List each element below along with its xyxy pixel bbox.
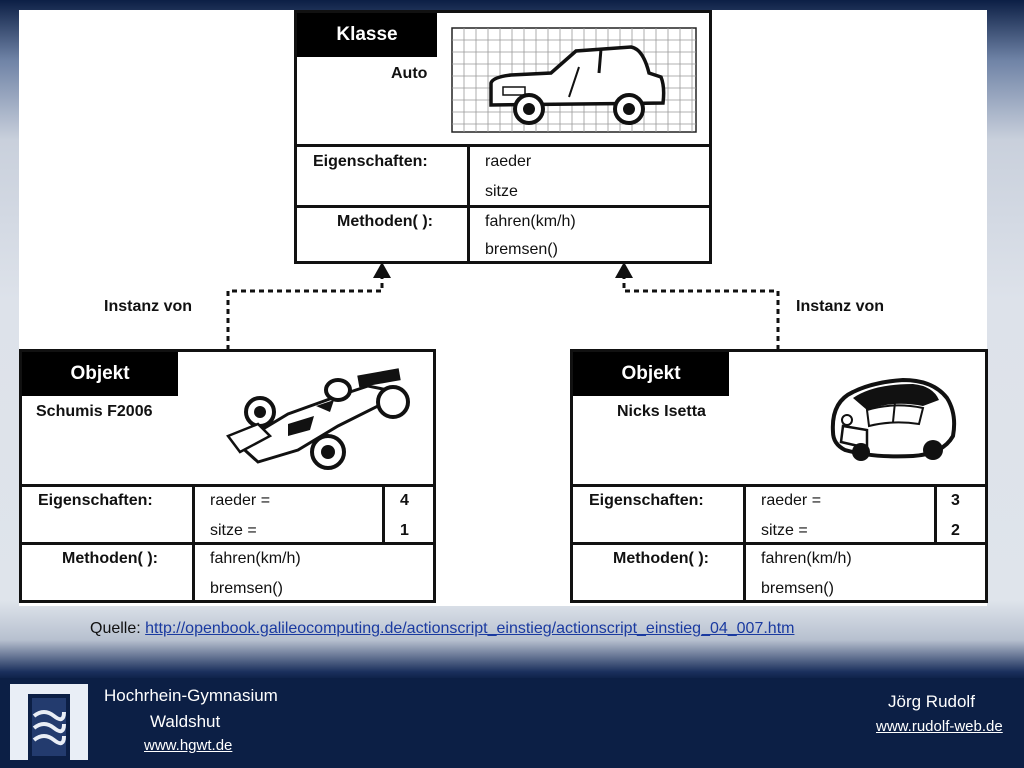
object-name: Schumis F2006 — [36, 403, 153, 420]
object-value-divider — [934, 484, 937, 542]
isetta-car-icon — [830, 377, 957, 461]
class-prop: raeder — [485, 153, 532, 170]
class-divider — [297, 205, 709, 208]
object-name: Nicks Isetta — [617, 403, 706, 420]
instance-label-right: Instanz von — [796, 298, 885, 315]
school-name: Hochrhein-Gymnasium — [104, 686, 278, 705]
footer-bar: Hochrhein-Gymnasium Waldshut www.hgwt.de… — [0, 678, 1024, 768]
object-method: bremsen() — [210, 580, 283, 597]
object-methoden-label: Methoden( ): — [62, 550, 158, 567]
object-method: bremsen() — [761, 580, 834, 597]
source-label: Quelle: — [90, 620, 141, 637]
author-name: Jörg Rudolf — [888, 692, 975, 711]
object-prop: sitze = — [761, 522, 808, 539]
object-box-right: Objekt Nicks Isetta Eigenschaften: raede… — [570, 349, 988, 603]
school-link[interactable]: www.hgwt.de — [144, 737, 233, 754]
object-value-divider — [382, 484, 385, 542]
class-eigenschaften-label: Eigenschaften: — [313, 153, 428, 170]
object-divider — [573, 542, 985, 545]
object-prop: sitze = — [210, 522, 257, 539]
object-method: fahren(km/h) — [761, 550, 852, 567]
class-method: bremsen() — [485, 241, 558, 258]
connector-right — [622, 276, 780, 350]
arrowhead-left — [373, 262, 391, 278]
object-prop: raeder = — [761, 492, 822, 509]
class-prop: sitze — [485, 183, 518, 200]
class-box: Klasse Auto Eigenschaften: raeder sitze … — [294, 10, 712, 264]
object-eigenschaften-label: Eigenschaften: — [38, 492, 153, 509]
author-link[interactable]: www.rudolf-web.de — [876, 718, 1003, 735]
arrowhead-right — [615, 262, 633, 278]
class-methoden-label: Methoden( ): — [337, 213, 433, 230]
formula-one-car-icon — [226, 368, 410, 470]
class-tag: Klasse — [297, 13, 437, 57]
school-logo-icon — [8, 682, 90, 762]
object-eigenschaften-label: Eigenschaften: — [589, 492, 704, 509]
source-link[interactable]: http://openbook.galileocomputing.de/acti… — [145, 620, 795, 637]
object-prop-value: 1 — [400, 522, 409, 539]
object-prop: raeder = — [210, 492, 271, 509]
object-divider — [22, 484, 433, 487]
object-prop-value: 2 — [951, 522, 960, 539]
object-method: fahren(km/h) — [210, 550, 301, 567]
object-prop-value: 3 — [951, 492, 960, 509]
class-divider — [297, 144, 709, 147]
object-column-divider — [192, 484, 195, 600]
object-column-divider — [743, 484, 746, 600]
object-divider — [573, 484, 985, 487]
instance-label-left: Instanz von — [104, 298, 193, 315]
school-city: Waldshut — [150, 712, 221, 731]
class-method: fahren(km/h) — [485, 213, 576, 230]
class-name: Auto — [391, 65, 428, 82]
car-blueprint-icon — [451, 27, 697, 133]
source-line: Quelle: http://openbook.galileocomputing… — [90, 620, 794, 638]
object-prop-value: 4 — [400, 492, 409, 509]
connector-left — [226, 276, 384, 350]
class-column-divider — [467, 144, 470, 261]
object-tag: Objekt — [573, 352, 729, 396]
object-tag: Objekt — [22, 352, 178, 396]
object-methoden-label: Methoden( ): — [613, 550, 709, 567]
object-divider — [22, 542, 433, 545]
object-box-left: Objekt Schumis F2006 Eigenschaften: raed… — [19, 349, 436, 603]
